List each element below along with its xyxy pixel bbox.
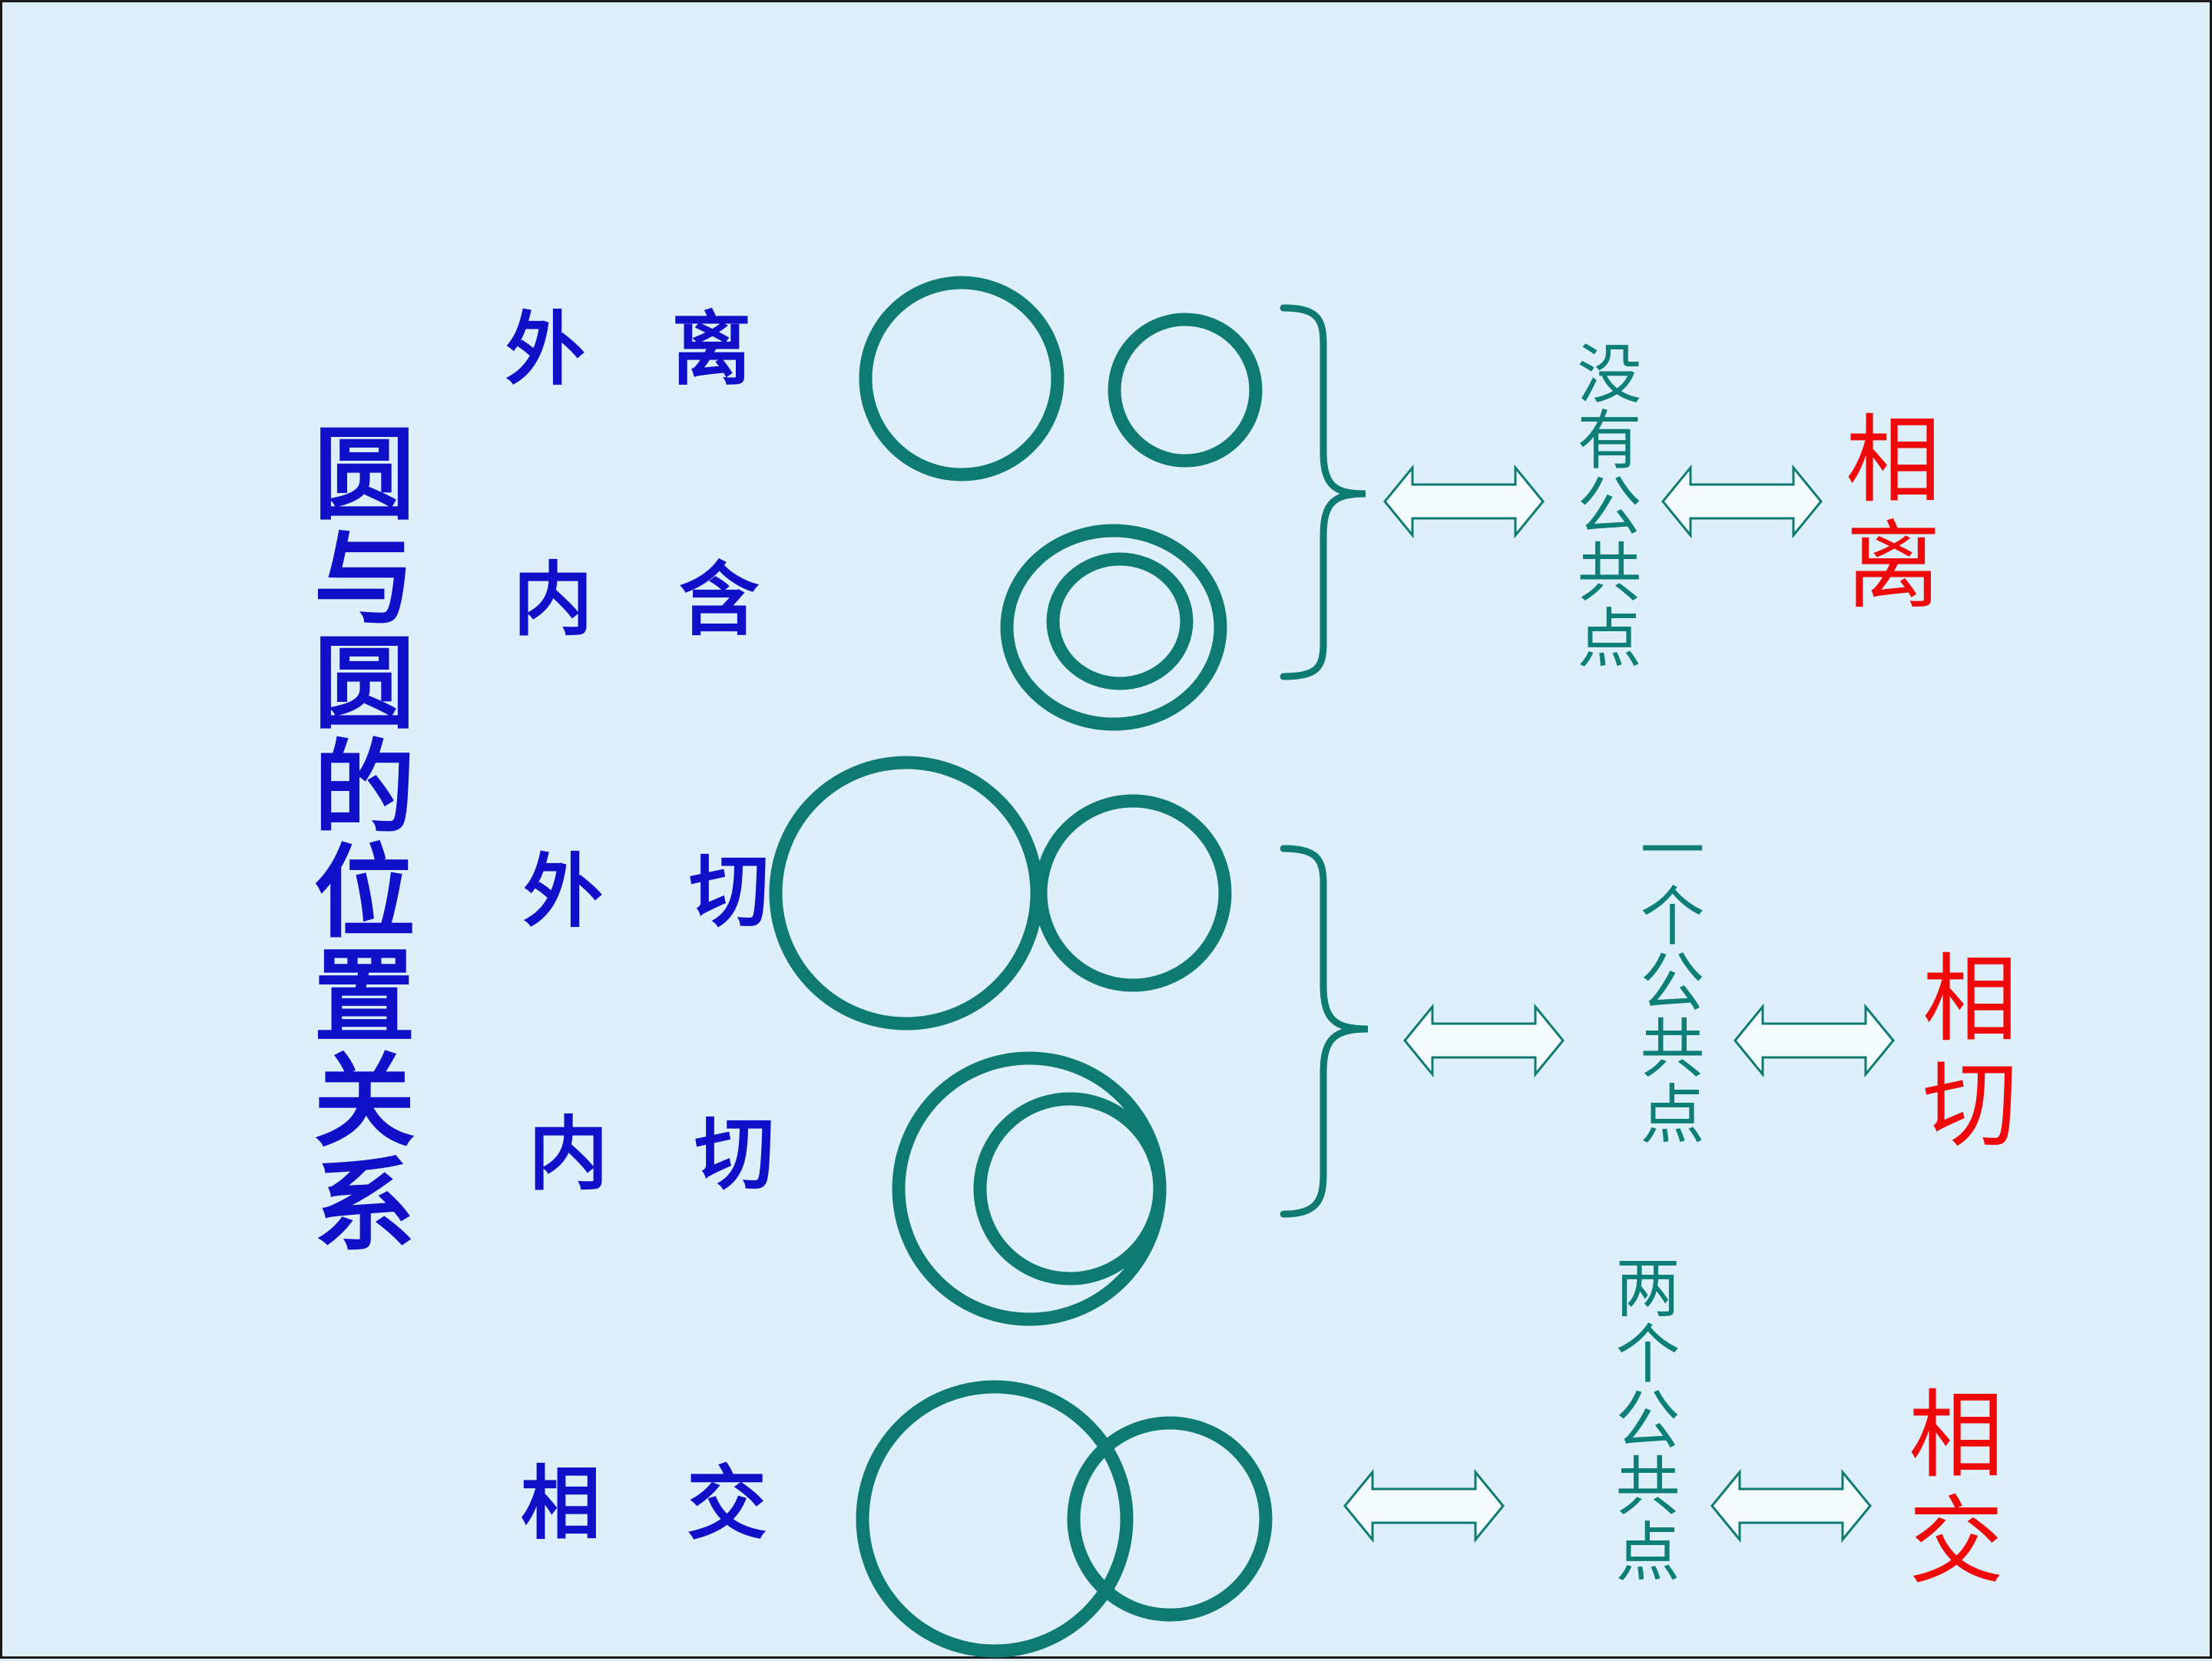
no-common-points: 没有公共点: [1567, 340, 1642, 670]
circle-large: [892, 1051, 1167, 1326]
circles-external-separate: [859, 276, 1263, 481]
two-common-points: 两个公共点: [1605, 1254, 1681, 1584]
circle-outer: [1000, 524, 1227, 731]
circles-internal-tangent: [892, 1051, 1167, 1326]
result-separate: 相离: [1829, 409, 1939, 621]
circle-small: [1067, 1416, 1273, 1622]
circle-large: [856, 1380, 1134, 1658]
circle-inner: [1046, 552, 1194, 690]
label-internal-contain: 内 含: [513, 552, 789, 647]
label-internal-tangent: 内 切: [528, 1107, 804, 1201]
circle-small: [1034, 794, 1232, 992]
double-arrow-icon: [1710, 1471, 1872, 1541]
circles-external-tangent: [769, 756, 1232, 1031]
result-intersect: 相交: [1892, 1385, 2002, 1596]
double-arrow-icon: [1383, 466, 1545, 537]
label-external-separate: 外 离: [505, 302, 781, 396]
brace-no-common-points: [1280, 304, 1366, 680]
one-common-point: 一个公共点: [1630, 816, 1705, 1146]
double-arrow-icon: [1734, 1005, 1895, 1076]
diagram-title: 圆与圆的位置关系: [296, 421, 416, 1256]
circle-large: [859, 276, 1065, 481]
double-arrow-icon: [1661, 466, 1823, 537]
circles-intersect: [856, 1380, 1273, 1658]
result-tangent: 相切: [1906, 948, 2016, 1160]
circle-small: [973, 1092, 1167, 1285]
brace-one-common-point: [1280, 845, 1369, 1218]
circles-internal-contain: [1000, 524, 1227, 731]
label-external-tangent: 外 切: [523, 844, 799, 938]
circle-large: [769, 756, 1044, 1031]
circle-small: [1108, 313, 1263, 468]
label-intersect: 相 交: [521, 1456, 796, 1550]
double-arrow-icon: [1403, 1005, 1565, 1076]
double-arrow-icon: [1343, 1471, 1505, 1541]
